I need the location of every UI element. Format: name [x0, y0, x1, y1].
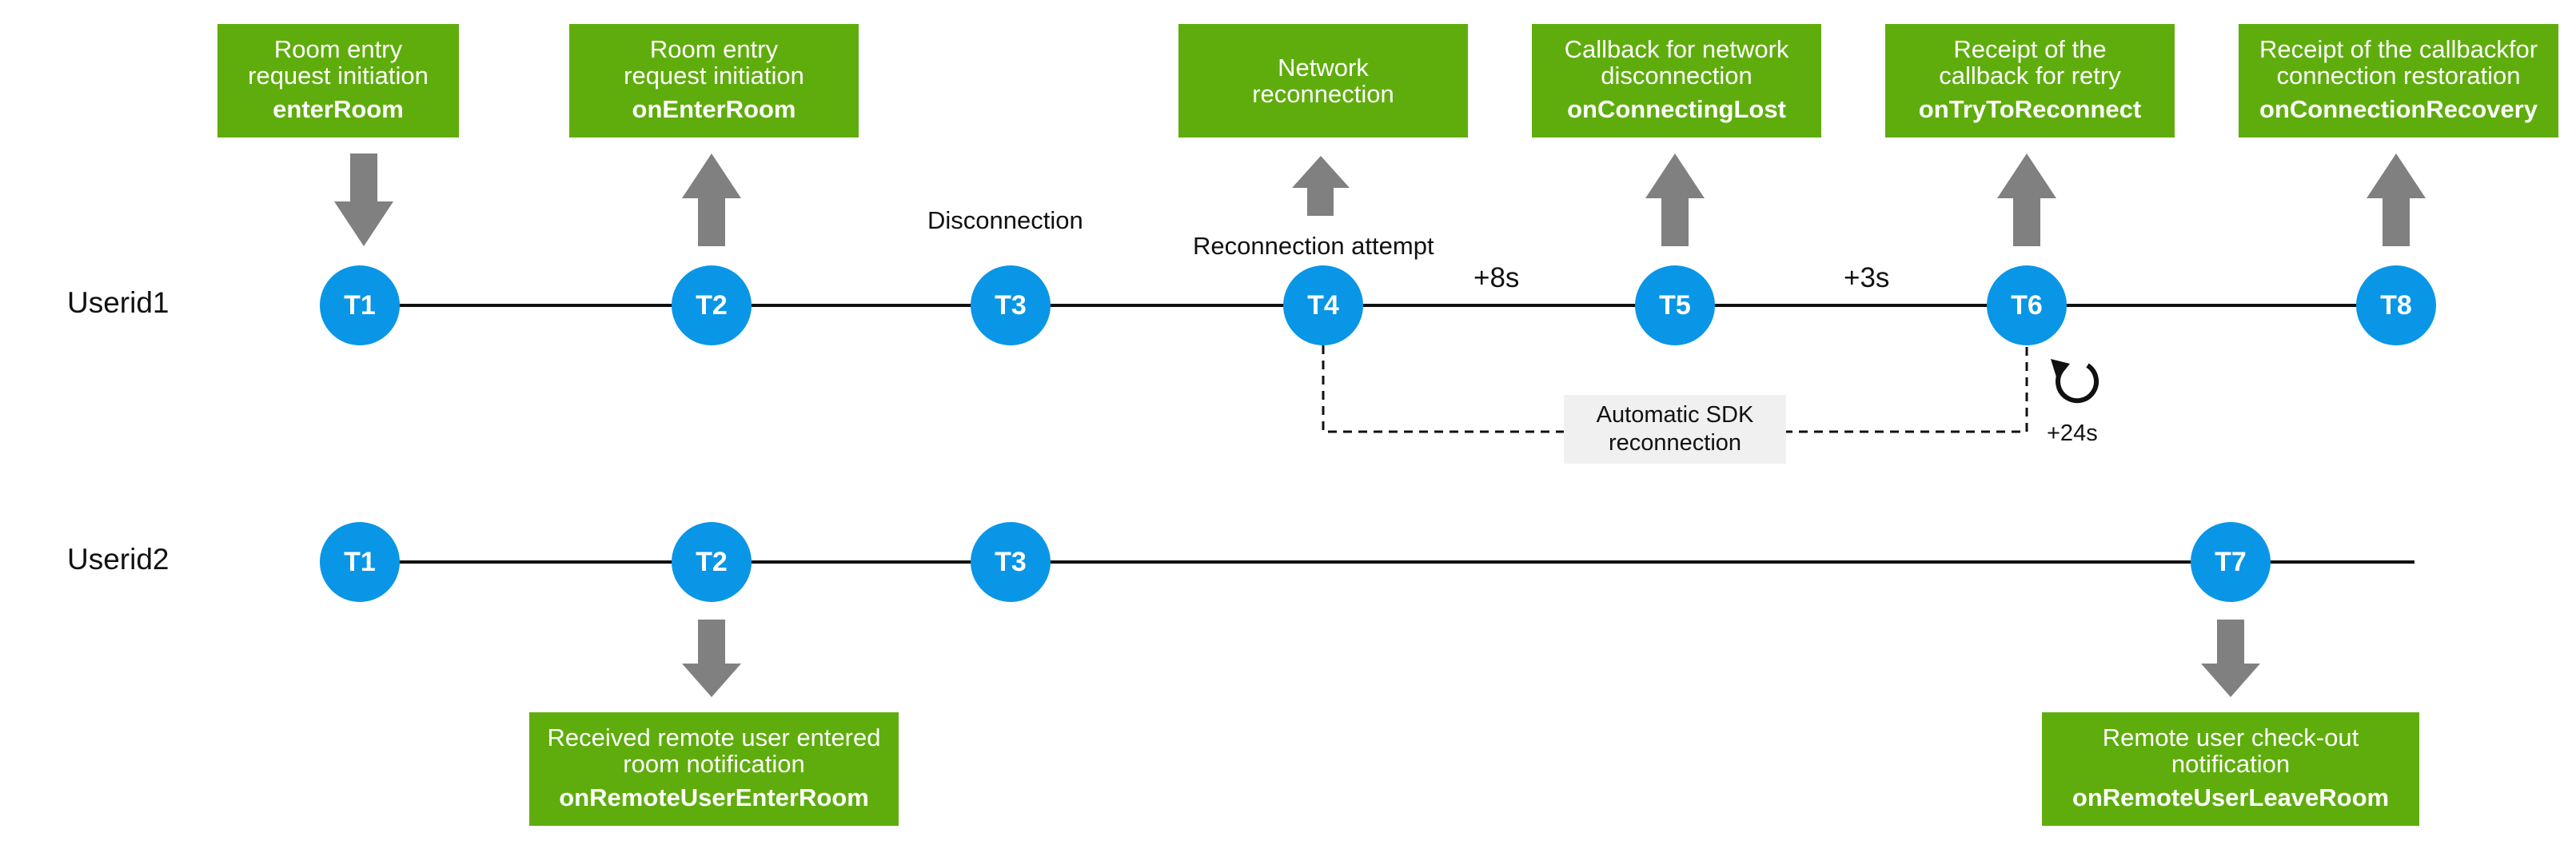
callout-network-reconnection: Network reconnection — [1178, 24, 1468, 138]
arrow-up-icon — [1997, 153, 2056, 246]
node-user1-t4: T4 — [1283, 265, 1363, 345]
callout-line2: request initiation — [624, 62, 804, 90]
node-user1-t1: T1 — [320, 265, 400, 345]
node-user2-t7: T7 — [2191, 522, 2271, 602]
row-label-userid1: Userid1 — [67, 286, 169, 319]
callout-function: onTryToReconnect — [1918, 95, 2142, 123]
label-plus-24s: +24s — [2047, 421, 2098, 446]
label-plus-8s: +8s — [1473, 262, 1520, 293]
callout-function: onConnectingLost — [1567, 95, 1786, 123]
callout-line2: connection restoration — [2276, 62, 2521, 90]
callout-function: onConnectionRecovery — [2259, 95, 2538, 123]
callout-line2: callback for retry — [1939, 62, 2121, 90]
callout-on-remote-user-leave-room: Remote user check-out notification onRem… — [2042, 712, 2419, 826]
node-user2-t2: T2 — [672, 522, 752, 602]
arrow-up-icon — [1645, 153, 1705, 246]
arrow-up-icon — [1292, 156, 1350, 216]
row-label-userid2: Userid2 — [67, 543, 169, 576]
callout-line2: request initiation — [248, 62, 429, 90]
arrow-down-icon — [334, 153, 393, 246]
callout-line2: reconnection — [1252, 80, 1394, 108]
callout-line1: Callback for network — [1564, 35, 1789, 63]
callout-line1: Receipt of the callbackfor — [2259, 35, 2538, 63]
node-user2-t3: T3 — [971, 522, 1051, 602]
callout-line2: disconnection — [1601, 62, 1753, 90]
node-user1-t6: T6 — [1987, 265, 2067, 345]
callout-line2: room notification — [623, 750, 805, 778]
node-user1-t8: T8 — [2356, 265, 2436, 345]
label-disconnection: Disconnection — [927, 206, 1083, 234]
callout-on-enter-room: Room entry request initiation onEnterRoo… — [569, 24, 859, 138]
sdk-line1: Automatic SDK — [1596, 402, 1754, 428]
arrow-group — [334, 153, 2426, 697]
label-reconnection-attempt: Reconnection attempt — [1193, 232, 1434, 260]
callout-on-connection-recovery: Receipt of the callbackfor connection re… — [2239, 24, 2558, 138]
sdk-line2: reconnection — [1608, 430, 1742, 456]
callout-function: onRemoteUserLeaveRoom — [2072, 783, 2390, 811]
callout-line1: Room entry — [273, 35, 403, 63]
arrow-up-icon — [2367, 153, 2426, 246]
callout-function: enterRoom — [273, 95, 404, 123]
callout-line1: Remote user check-out — [2102, 723, 2359, 751]
label-plus-3s: +3s — [1844, 262, 1890, 293]
node-user1-t2: T2 — [672, 265, 752, 345]
arrow-down-icon — [682, 620, 741, 697]
callout-on-connecting-lost: Callback for network disconnection onCon… — [1532, 24, 1821, 138]
callout-on-remote-user-enter-room: Received remote user entered room notifi… — [529, 712, 899, 826]
callout-line1: Network — [1278, 54, 1369, 82]
callout-line2: notification — [2171, 750, 2291, 778]
node-user2-t1: T1 — [320, 522, 400, 602]
callout-function: onEnterRoom — [632, 95, 796, 123]
node-user1-t5: T5 — [1635, 265, 1715, 345]
callout-on-try-to-reconnect: Receipt of the callback for retry onTryT… — [1885, 24, 2175, 138]
sdk-reconnection-box: Automatic SDK reconnection — [1564, 395, 1786, 464]
callout-line1: Room entry — [649, 35, 779, 63]
callout-line1: Receipt of the — [1953, 35, 2107, 63]
callout-enter-room: Room entry request initiation enterRoom — [217, 24, 459, 138]
callout-line1: Received remote user entered — [547, 723, 881, 751]
node-user1-t3: T3 — [971, 265, 1051, 345]
arrow-up-icon — [682, 153, 741, 246]
retry-icon — [2051, 359, 2099, 404]
arrow-down-icon — [2201, 620, 2260, 697]
callout-function: onRemoteUserEnterRoom — [559, 783, 869, 811]
